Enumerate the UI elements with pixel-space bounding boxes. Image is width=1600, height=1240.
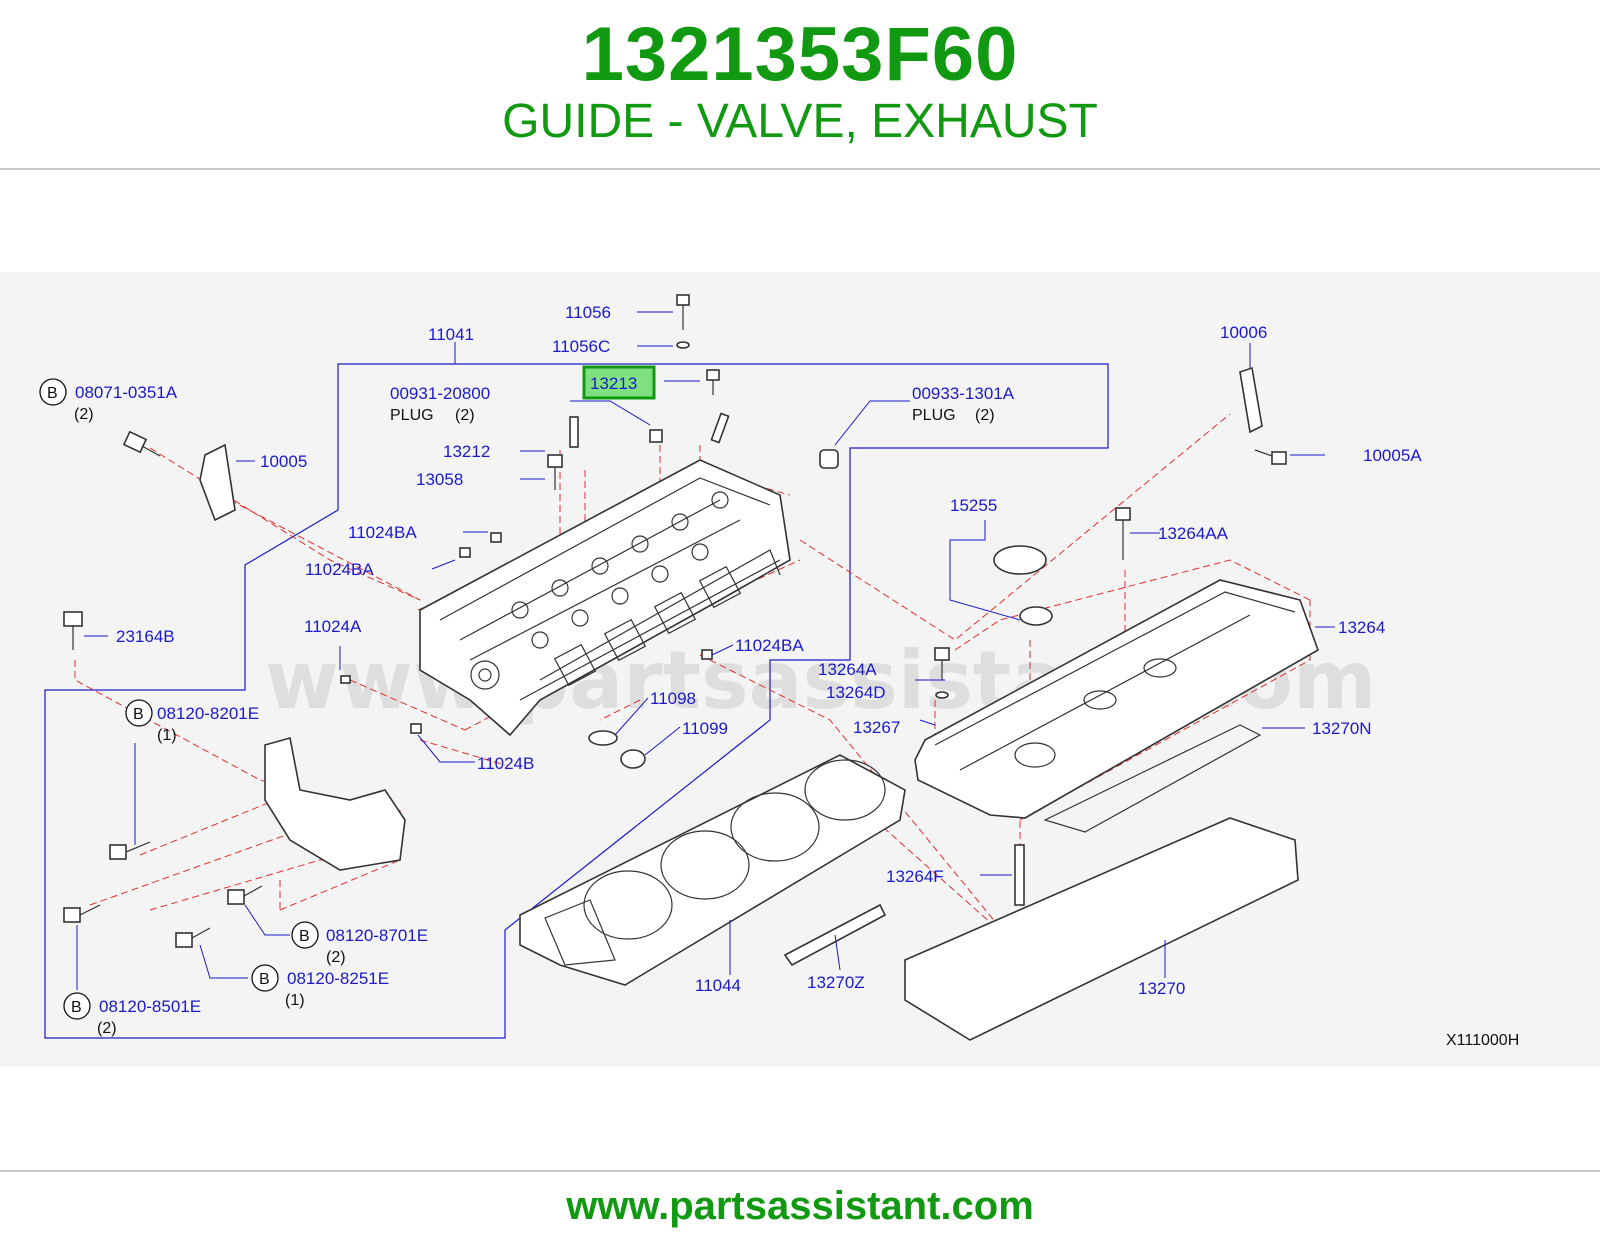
label-08120-8701e[interactable]: 08120-8701E xyxy=(326,926,428,945)
label-00933-1301a[interactable]: 00933-1301A xyxy=(912,384,1015,403)
label-13267[interactable]: 13267 xyxy=(853,718,900,737)
label-10006[interactable]: 10006 xyxy=(1220,323,1267,342)
cover-gasket-small-drawing xyxy=(1043,724,1262,833)
head-gasket-drawing xyxy=(519,754,906,986)
label-13270n[interactable]: 13270N xyxy=(1312,719,1372,738)
small-parts xyxy=(63,294,1287,967)
label-11024a[interactable]: 11024A xyxy=(304,617,362,636)
label-23164b[interactable]: 23164B xyxy=(116,627,175,646)
label-08120-8251e[interactable]: 08120-8251E xyxy=(287,969,389,988)
label-plug-2-qty: (2) xyxy=(975,407,995,424)
label-13213[interactable]: 13213 xyxy=(590,374,637,393)
diagram-ref-code: X111000H xyxy=(1446,1032,1519,1049)
label-08120-8201e[interactable]: 08120-8201E xyxy=(157,704,259,723)
label-plug-1: PLUG xyxy=(390,407,434,424)
label-15255[interactable]: 15255 xyxy=(950,496,997,515)
valve-cover-drawing xyxy=(914,579,1319,819)
label-11041[interactable]: 11041 xyxy=(428,325,474,344)
label-13264aa[interactable]: 13264AA xyxy=(1158,524,1229,543)
highlight-box-13213[interactable] xyxy=(582,365,656,400)
label-11024ba-1[interactable]: 11024BA xyxy=(348,523,417,542)
footer-divider xyxy=(0,1170,1600,1172)
label-13058[interactable]: 13058 xyxy=(416,470,463,489)
label-13212[interactable]: 13212 xyxy=(443,442,490,461)
cover-gasket-large-drawing xyxy=(904,817,1299,1041)
label-11024b[interactable]: 11024B xyxy=(477,754,534,773)
label-13264[interactable]: 13264 xyxy=(1338,618,1385,637)
part-description: GUIDE - VALVE, EXHAUST xyxy=(502,95,1098,148)
label-11056c[interactable]: 11056C xyxy=(552,337,610,356)
b-badges xyxy=(39,378,319,1020)
label-11099[interactable]: 11099 xyxy=(682,719,728,738)
label-11098[interactable]: 11098 xyxy=(650,689,696,708)
label-08071-0351a[interactable]: 08071-0351A xyxy=(75,383,178,402)
label-plug-2: PLUG xyxy=(912,407,956,424)
group-frame xyxy=(44,363,1109,1039)
footer-website-link[interactable]: www.partsassistant.com xyxy=(566,1184,1034,1228)
label-13264a[interactable]: 13264A xyxy=(818,660,877,679)
label-08120-8251e-qty: (1) xyxy=(285,992,305,1009)
cylinder-head-drawing xyxy=(419,459,791,737)
label-11024ba-3[interactable]: 11024BA xyxy=(735,636,804,655)
badge-b-3: B xyxy=(299,928,310,945)
label-08120-8701e-qty: (2) xyxy=(326,949,346,966)
badge-b-5: B xyxy=(71,999,82,1016)
label-08120-8501e[interactable]: 08120-8501E xyxy=(99,997,201,1016)
label-plug-1-qty: (2) xyxy=(455,407,475,424)
label-13270[interactable]: 13270 xyxy=(1138,979,1185,998)
page-header: 1321353F60 GUIDE - VALVE, EXHAUST xyxy=(0,0,1600,170)
header-divider xyxy=(0,168,1600,170)
label-10005[interactable]: 10005 xyxy=(260,452,307,471)
label-13264d[interactable]: 13264D xyxy=(826,683,886,702)
badge-b-1: B xyxy=(47,385,58,402)
label-08071-qty: (2) xyxy=(74,406,94,423)
label-11044[interactable]: 11044 xyxy=(695,976,741,995)
label-13270z[interactable]: 13270Z xyxy=(807,973,865,992)
label-10005a[interactable]: 10005A xyxy=(1363,446,1422,465)
front-bracket-drawing xyxy=(264,736,406,871)
part-labels: 11056 11056C 11041 10006 00931-20800 PLU… xyxy=(74,303,1422,1037)
label-11056[interactable]: 11056 xyxy=(565,303,611,322)
label-13264f[interactable]: 13264F xyxy=(886,867,944,886)
leader-lines xyxy=(76,311,1335,990)
label-08120-8201e-qty: (1) xyxy=(157,727,177,744)
badge-b-2: B xyxy=(133,706,144,723)
label-08120-8501e-qty: (2) xyxy=(97,1020,117,1037)
label-11024ba-2[interactable]: 11024BA xyxy=(305,560,374,579)
label-00931-20800[interactable]: 00931-20800 xyxy=(390,384,490,403)
badge-b-4: B xyxy=(259,971,270,988)
part-number-title: 1321353F60 xyxy=(581,12,1019,97)
